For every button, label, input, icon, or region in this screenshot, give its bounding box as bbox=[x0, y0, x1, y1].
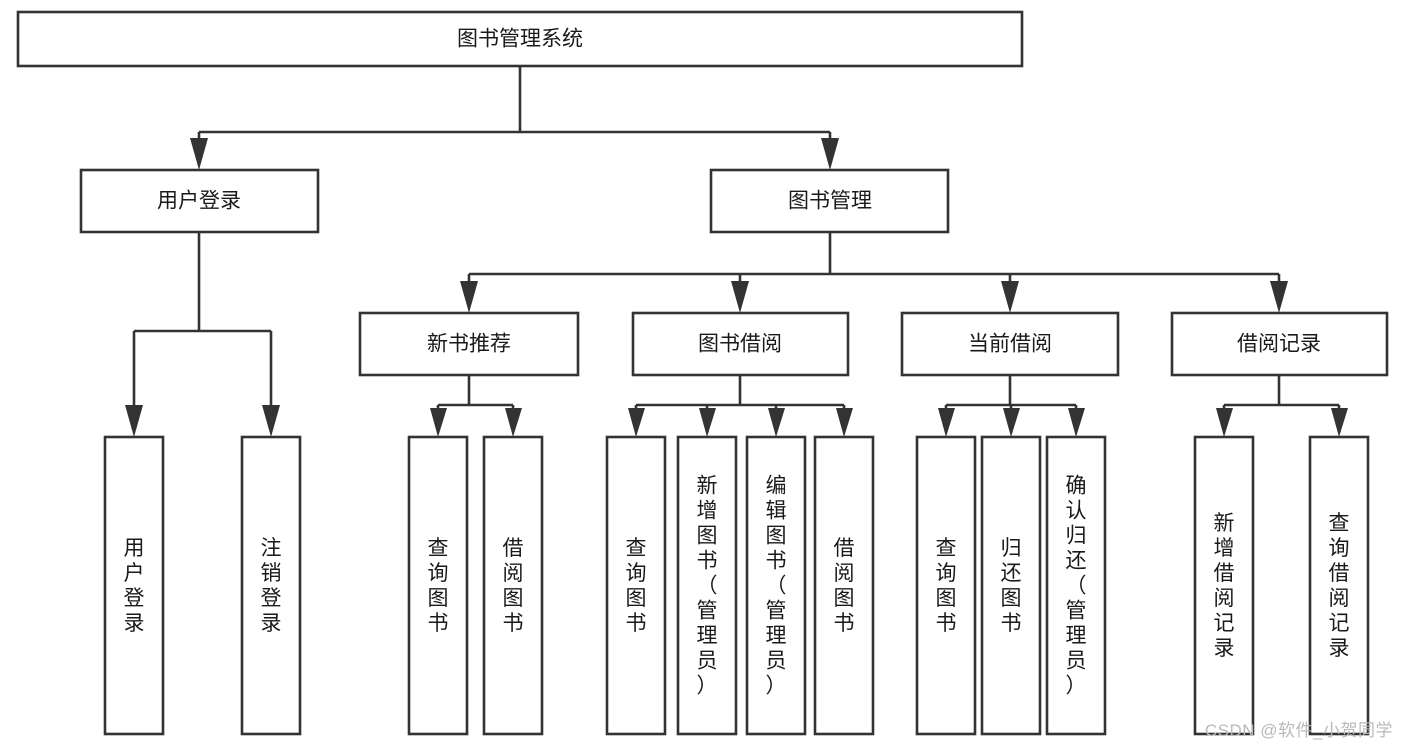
node-user-login-box[interactable] bbox=[79, 168, 320, 234]
leaf-new-book-1-label: 查询图书 bbox=[428, 537, 449, 635]
arrow-head-leaf-book-borrow-3 bbox=[768, 408, 785, 437]
leaf-current-borrow-1-box[interactable] bbox=[915, 435, 977, 736]
arrow-head-leaf-book-borrow-4 bbox=[836, 408, 853, 437]
node-user-login[interactable]: 用户登录 bbox=[79, 168, 320, 234]
arrow-head-book-borrow bbox=[731, 281, 749, 313]
arrow-head-leaf-current-borrow-2 bbox=[1003, 408, 1020, 437]
leaf-new-book-1[interactable]: 查询图书 bbox=[407, 435, 469, 736]
node-new-book-recommend-label: 新书推荐 bbox=[427, 333, 511, 356]
leaf-book-borrow-2[interactable]: 新增图书（管理员） bbox=[676, 435, 738, 736]
leaf-current-borrow-2-box[interactable] bbox=[980, 435, 1042, 736]
arrow-head-leaf-book-borrow-2 bbox=[699, 408, 716, 437]
leaf-borrow-record-1[interactable]: 新增借阅记录 bbox=[1193, 435, 1255, 736]
node-book-borrow-label: 图书借阅 bbox=[698, 333, 782, 356]
leaf-book-borrow-2-box[interactable] bbox=[676, 435, 738, 736]
leaf-user-login-2-box[interactable] bbox=[240, 435, 302, 736]
leaf-new-book-2-label: 借阅图书 bbox=[503, 537, 524, 635]
leaf-book-borrow-4-label: 借阅图书 bbox=[834, 537, 855, 635]
arrow-head-new-book-recommend bbox=[460, 281, 478, 313]
node-book-manage-box[interactable] bbox=[709, 168, 950, 234]
arrow-head-leaf-new-book-1 bbox=[430, 408, 447, 437]
arrow-head-leaf-book-borrow-1 bbox=[628, 408, 645, 437]
leaf-borrow-record-2-label: 查询借阅记录 bbox=[1329, 512, 1350, 660]
node-book-manage-label: 图书管理 bbox=[788, 190, 872, 213]
leaf-borrow-record-1-label: 新增借阅记录 bbox=[1214, 512, 1235, 660]
leaf-user-login-1-label: 用户登录 bbox=[124, 537, 145, 635]
leaf-user-login-2-label: 注销登录 bbox=[261, 537, 282, 635]
node-book-manage[interactable]: 图书管理 bbox=[709, 168, 950, 234]
node-borrow-record[interactable]: 借阅记录 bbox=[1170, 311, 1389, 377]
leaf-book-borrow-1[interactable]: 查询图书 bbox=[605, 435, 667, 736]
node-book-borrow-box[interactable] bbox=[631, 311, 850, 377]
leaf-book-borrow-4[interactable]: 借阅图书 bbox=[813, 435, 875, 736]
leaf-book-borrow-1-box[interactable] bbox=[605, 435, 667, 736]
leaf-book-borrow-3-box[interactable] bbox=[745, 435, 807, 736]
node-current-borrow-label: 当前借阅 bbox=[968, 333, 1052, 356]
leaf-book-borrow-2-label: 新增图书（管理员） bbox=[697, 475, 718, 698]
arrow-head-current-borrow bbox=[1001, 281, 1019, 313]
leaf-current-borrow-2-label: 归还图书 bbox=[1001, 537, 1022, 635]
leaf-current-borrow-1[interactable]: 查询图书 bbox=[915, 435, 977, 736]
leaf-book-borrow-3[interactable]: 编辑图书（管理员） bbox=[745, 435, 807, 736]
node-new-book-recommend-box[interactable] bbox=[358, 311, 580, 377]
arrow-head-borrow-record bbox=[1270, 281, 1288, 313]
leaf-user-login-1[interactable]: 用户登录 bbox=[103, 435, 165, 736]
connector-layer bbox=[125, 66, 1348, 437]
arrow-head-leaf-borrow-record-2 bbox=[1331, 408, 1348, 437]
arrow-head-leaf-user-login-2 bbox=[262, 405, 280, 437]
leaf-new-book-2[interactable]: 借阅图书 bbox=[482, 435, 544, 736]
leaf-current-borrow-2[interactable]: 归还图书 bbox=[980, 435, 1042, 736]
leaf-book-borrow-4-box[interactable] bbox=[813, 435, 875, 736]
leaf-user-login-1-box[interactable] bbox=[103, 435, 165, 736]
leaf-book-borrow-1-label: 查询图书 bbox=[626, 537, 647, 635]
node-borrow-record-label: 借阅记录 bbox=[1237, 333, 1321, 356]
leaf-current-borrow-3-box[interactable] bbox=[1045, 435, 1107, 736]
node-book-borrow[interactable]: 图书借阅 bbox=[631, 311, 850, 377]
node-user-login-label: 用户登录 bbox=[157, 190, 241, 213]
node-current-borrow-box[interactable] bbox=[900, 311, 1120, 377]
arrow-head-leaf-new-book-2 bbox=[505, 408, 522, 437]
arrow-head-leaf-borrow-record-1 bbox=[1216, 408, 1233, 437]
leaf-new-book-1-box[interactable] bbox=[407, 435, 469, 736]
arrow-head-leaf-current-borrow-3 bbox=[1068, 408, 1085, 437]
leaf-user-login-2[interactable]: 注销登录 bbox=[240, 435, 302, 736]
node-root[interactable]: 图书管理系统 bbox=[16, 10, 1024, 68]
arrow-head-user-login bbox=[190, 138, 208, 170]
node-current-borrow[interactable]: 当前借阅 bbox=[900, 311, 1120, 377]
leaf-current-borrow-3-label: 确认归还（管理员） bbox=[1066, 475, 1087, 698]
leaf-borrow-record-2-box[interactable] bbox=[1308, 435, 1370, 736]
leaf-current-borrow-1-label: 查询图书 bbox=[936, 537, 957, 635]
leaf-new-book-2-box[interactable] bbox=[482, 435, 544, 736]
arrow-head-book-manage bbox=[821, 138, 839, 170]
node-borrow-record-box[interactable] bbox=[1170, 311, 1389, 377]
leaf-borrow-record-1-box[interactable] bbox=[1193, 435, 1255, 736]
arrow-head-leaf-user-login-1 bbox=[125, 405, 143, 437]
node-new-book-recommend[interactable]: 新书推荐 bbox=[358, 311, 580, 377]
node-root-box[interactable] bbox=[16, 10, 1024, 68]
arrow-head-leaf-current-borrow-1 bbox=[938, 408, 955, 437]
node-root-label: 图书管理系统 bbox=[457, 28, 583, 51]
leaf-book-borrow-3-label: 编辑图书（管理员） bbox=[766, 475, 787, 698]
leaf-current-borrow-3[interactable]: 确认归还（管理员） bbox=[1045, 435, 1107, 736]
leaf-borrow-record-2[interactable]: 查询借阅记录 bbox=[1308, 435, 1370, 736]
